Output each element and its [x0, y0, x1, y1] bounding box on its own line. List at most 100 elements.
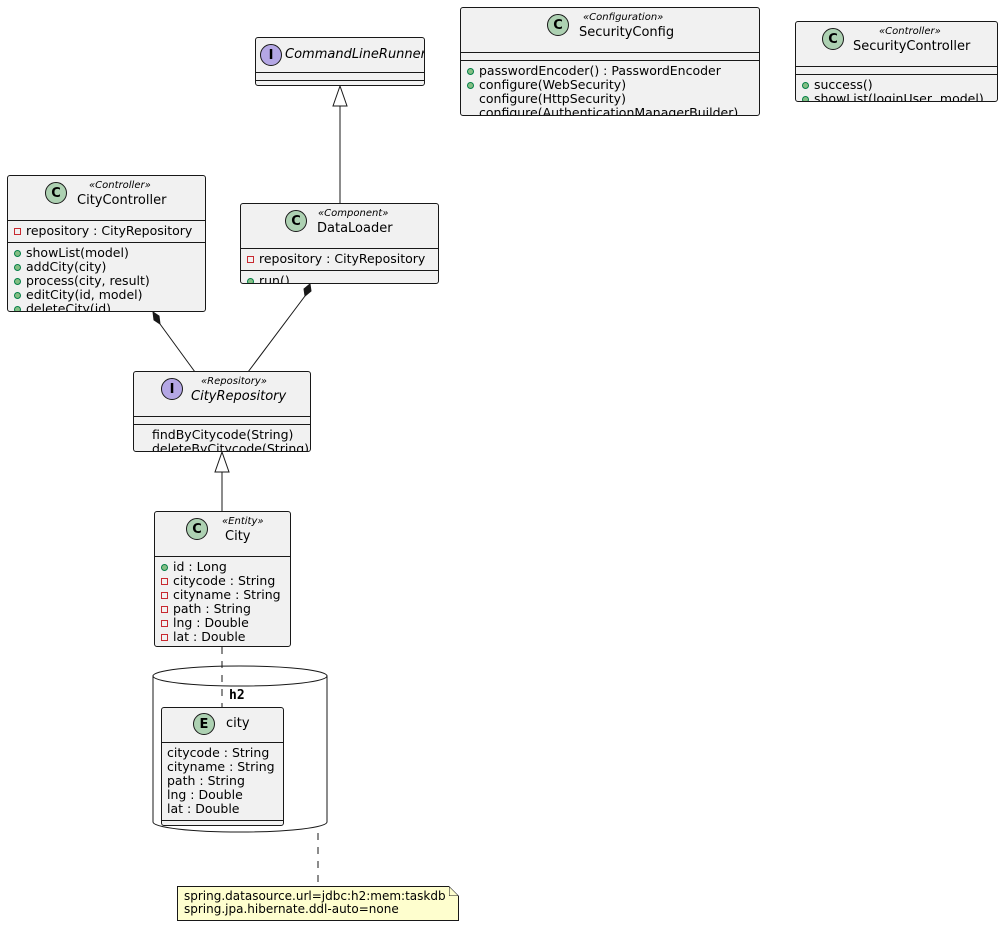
member-text: lat : Double	[173, 629, 246, 644]
methods-section: showList(model)addCity(city)process(city…	[8, 242, 205, 312]
fields-section: repository : CityRepository	[8, 220, 205, 242]
class-title: SecurityConfig	[579, 25, 675, 40]
composition-diamond-dataloader	[303, 283, 312, 297]
member-text: success()	[814, 77, 873, 92]
member-row: configure(WebSecurity)	[467, 78, 753, 92]
private-visibility-icon	[161, 605, 168, 613]
member-text: deleteByCitycode(String)	[152, 441, 310, 452]
member-text: deleteCity(id)	[26, 301, 112, 312]
interface-icon: I	[260, 44, 282, 66]
methods-section: success()showList(loginUser, model)	[796, 74, 997, 102]
no-visibility-spacer	[467, 110, 474, 116]
inheritance-arrow-commandlinerunner	[332, 84, 348, 107]
fields-section: repository : CityRepository	[241, 248, 438, 270]
member-row: lng : Double	[161, 616, 284, 630]
class-stereotype: «Controller»	[879, 26, 941, 37]
public-visibility-icon	[14, 249, 21, 257]
member-text: id : Long	[173, 559, 227, 574]
note-line: spring.jpa.hibernate.ddl-auto=none	[184, 902, 399, 916]
member-row: id : Long	[161, 560, 284, 574]
composition-line-dataloader	[247, 295, 306, 373]
class-stereotype: «Entity»	[222, 516, 264, 527]
interface-icon: I	[161, 378, 183, 400]
member-text: lng : Double	[173, 615, 249, 630]
note-line: spring.datasource.url=jdbc:h2:mem:taskdb	[184, 889, 446, 903]
member-text: passwordEncoder() : PasswordEncoder	[479, 63, 721, 78]
member-row: editCity(id, model)	[14, 288, 199, 302]
interface-cityrepository[interactable]: I «Repository» CityRepository findByCity…	[133, 371, 311, 452]
methods-section	[162, 820, 283, 825]
datasource-note[interactable]: spring.datasource.url=jdbc:h2:mem:taskdb…	[177, 886, 459, 921]
class-icon: C	[45, 182, 67, 204]
database-title: h2	[229, 688, 245, 703]
fields-section	[461, 52, 759, 60]
methods-section: run()	[241, 270, 438, 284]
member-row: path : String	[161, 602, 284, 616]
public-visibility-icon	[14, 277, 21, 285]
public-visibility-icon	[14, 263, 21, 271]
member-text: path : String	[173, 601, 251, 616]
class-securitycontroller[interactable]: C «Controller» SecurityController succes…	[795, 21, 998, 102]
entity-header: E city	[162, 708, 283, 742]
member-row: showList(loginUser, model)	[802, 91, 991, 102]
member-row: deleteCity(id)	[14, 301, 199, 312]
member-text: showList(loginUser, model)	[814, 91, 984, 102]
member-row: configure(HttpSecurity)	[467, 92, 753, 106]
class-commandlinerunner[interactable]: I CommandLineRunner	[255, 37, 425, 86]
public-visibility-icon	[802, 81, 809, 89]
member-text: citycode : String	[173, 573, 276, 588]
member-text: findByCitycode(String)	[152, 427, 294, 442]
member-row: cityname : String	[161, 588, 284, 602]
member-text: path : String	[167, 773, 245, 788]
class-icon: C	[822, 28, 844, 50]
member-text: lng : Double	[167, 787, 243, 802]
member-row: citycode : String	[167, 746, 277, 760]
class-stereotype: «Component»	[318, 208, 389, 219]
class-header: C «Component» DataLoader	[241, 204, 438, 248]
no-visibility-spacer	[140, 432, 147, 439]
member-text: editCity(id, model)	[26, 287, 143, 302]
note-fold-corner	[449, 886, 459, 896]
private-visibility-icon	[161, 577, 168, 585]
fields-section	[256, 72, 424, 80]
member-row: passwordEncoder() : PasswordEncoder	[467, 64, 753, 78]
member-row: process(city, result)	[14, 274, 199, 288]
private-visibility-icon	[161, 591, 168, 599]
class-header: I CommandLineRunner	[256, 38, 424, 72]
private-visibility-icon	[161, 619, 168, 627]
public-visibility-icon	[467, 67, 474, 75]
member-row: deleteByCitycode(String)	[140, 442, 309, 452]
class-stereotype: «Controller»	[89, 180, 151, 191]
class-icon: C	[186, 518, 208, 540]
class-title: CommandLineRunner	[285, 47, 425, 62]
member-text: showList(model)	[26, 245, 129, 260]
member-text: repository : CityRepository	[259, 251, 426, 266]
class-title: CityRepository	[191, 389, 287, 404]
member-text: process(city, result)	[26, 273, 150, 288]
class-header: C «Configuration» SecurityConfig	[461, 8, 759, 52]
public-visibility-icon	[247, 277, 254, 283]
public-visibility-icon	[161, 563, 168, 571]
member-text: lat : Double	[167, 801, 240, 816]
class-dataloader[interactable]: C «Component» DataLoader repository : Ci…	[240, 203, 439, 284]
class-title: DataLoader	[317, 221, 393, 236]
class-securityconfig[interactable]: C «Configuration» SecurityConfig passwor…	[460, 7, 760, 116]
member-text: configure(HttpSecurity)	[479, 91, 626, 106]
class-header: C «Controller» CityController	[8, 176, 205, 220]
member-text: configure(WebSecurity)	[479, 77, 627, 92]
member-text: repository : CityRepository	[26, 223, 193, 238]
fields-section	[796, 66, 997, 74]
no-visibility-spacer	[467, 96, 474, 103]
class-citycontroller[interactable]: C «Controller» CityController repository…	[7, 175, 206, 312]
member-row: success()	[802, 78, 991, 92]
member-text: cityname : String	[167, 759, 275, 774]
member-row: repository : CityRepository	[247, 252, 432, 266]
entity-icon: E	[193, 713, 215, 735]
private-visibility-icon	[161, 633, 168, 641]
member-text: run()	[259, 273, 290, 284]
